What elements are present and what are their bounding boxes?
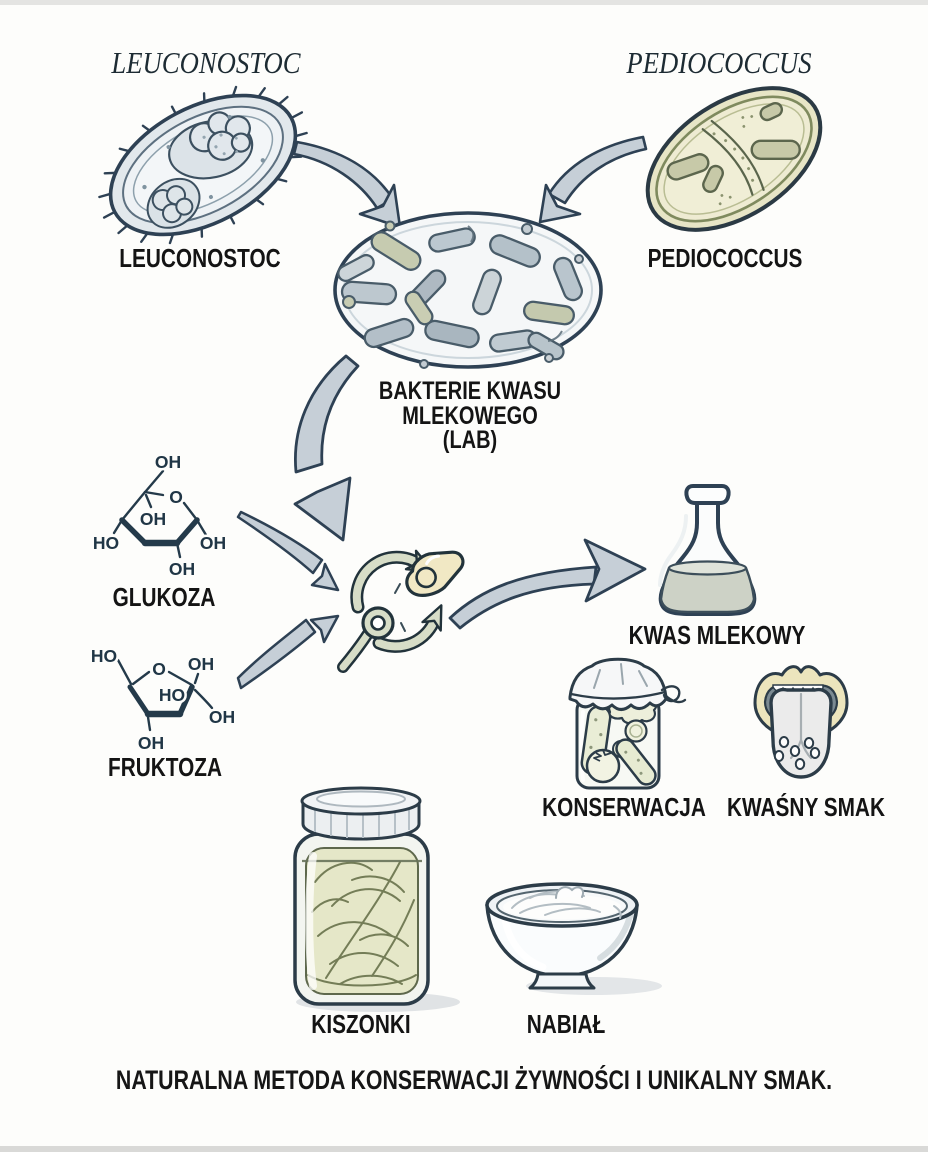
glucose-atom-label: OH	[200, 533, 226, 553]
footer-caption: NATURALNA METODA KONSERWACJI ŻYWNOŚCI I …	[115, 1065, 833, 1095]
fructose-atom-label: OH	[188, 654, 214, 674]
fructose-atom-label: HO	[159, 685, 185, 705]
bacteria-colony-oval-illustration	[333, 211, 603, 369]
fructose-atom-label: OH	[209, 707, 235, 727]
cabbage-texture	[307, 861, 417, 987]
leuconostoc-species-title: LEUCONOSTOC	[111, 45, 301, 80]
fermentation-cycle-icon	[337, 549, 465, 673]
erlenmeyer-flask-icon	[658, 484, 757, 616]
lab-label-line1: BAKTERIE KWASU	[378, 377, 562, 405]
yogurt-bowl-icon	[485, 882, 662, 995]
sauerkraut-jar-icon	[293, 786, 460, 1012]
string-bow-icon	[660, 685, 687, 704]
tongue-icon	[753, 665, 849, 779]
pediococcus-species-title: PEDIOCOCCUS	[626, 45, 812, 80]
lab-label-line2: MLEKOWEGO	[402, 402, 538, 430]
glucose-atom-label: OH	[169, 559, 195, 579]
pediococcus-cell-illustration	[645, 86, 823, 232]
arrow-lab-to-fermentation	[293, 354, 360, 542]
arrow-glucose-to-fermentation	[236, 510, 340, 592]
fructose-ring-oxygen-label: O	[152, 659, 166, 679]
top-edge-strip	[0, 0, 928, 5]
dairy-label: NABIAŁ	[526, 1009, 606, 1039]
yeast-cell-icon	[405, 550, 465, 597]
pickles-label: KISZONKI	[311, 1009, 411, 1039]
arrow-fructose-to-fermentation	[236, 614, 340, 690]
arrow-pediococcus-to-lab	[538, 135, 648, 224]
glucose-atom-label: OH	[155, 452, 181, 472]
glucose-atom-label: HO	[93, 533, 119, 553]
bottom-edge-strip	[0, 1146, 928, 1152]
leuconostoc-cell-illustration	[98, 85, 308, 245]
fructose-atom-label: HO	[91, 646, 117, 666]
glucose-label: GLUKOZA	[112, 582, 216, 612]
fructose-structure: HO O OH HO OH OH	[88, 644, 237, 756]
fructose-atom-label: OH	[138, 733, 164, 753]
lactic-acid-label: KWAS MLEKOWY	[628, 620, 806, 650]
glucose-ring-oxygen-label: O	[169, 487, 183, 507]
preservation-label: KONSERWACJA	[542, 792, 706, 822]
glucose-atom-label: OH	[140, 509, 166, 529]
pickled-vegetables-jar-icon	[568, 657, 687, 790]
glucose-structure: OH O OH HO OH OH	[90, 450, 228, 582]
fructose-label: FRUKTOZA	[107, 752, 223, 782]
arrow-fermentation-to-flask	[448, 538, 647, 630]
lab-label-line3: (LAB)	[442, 426, 498, 454]
sour-taste-label: KWAŚNY SMAK	[727, 792, 885, 822]
arrow-leuconostoc-to-lab	[292, 140, 402, 229]
pediococcus-label: PEDIOCOCCUS	[647, 243, 803, 273]
leuconostoc-label: LEUCONOSTOC	[119, 243, 281, 273]
